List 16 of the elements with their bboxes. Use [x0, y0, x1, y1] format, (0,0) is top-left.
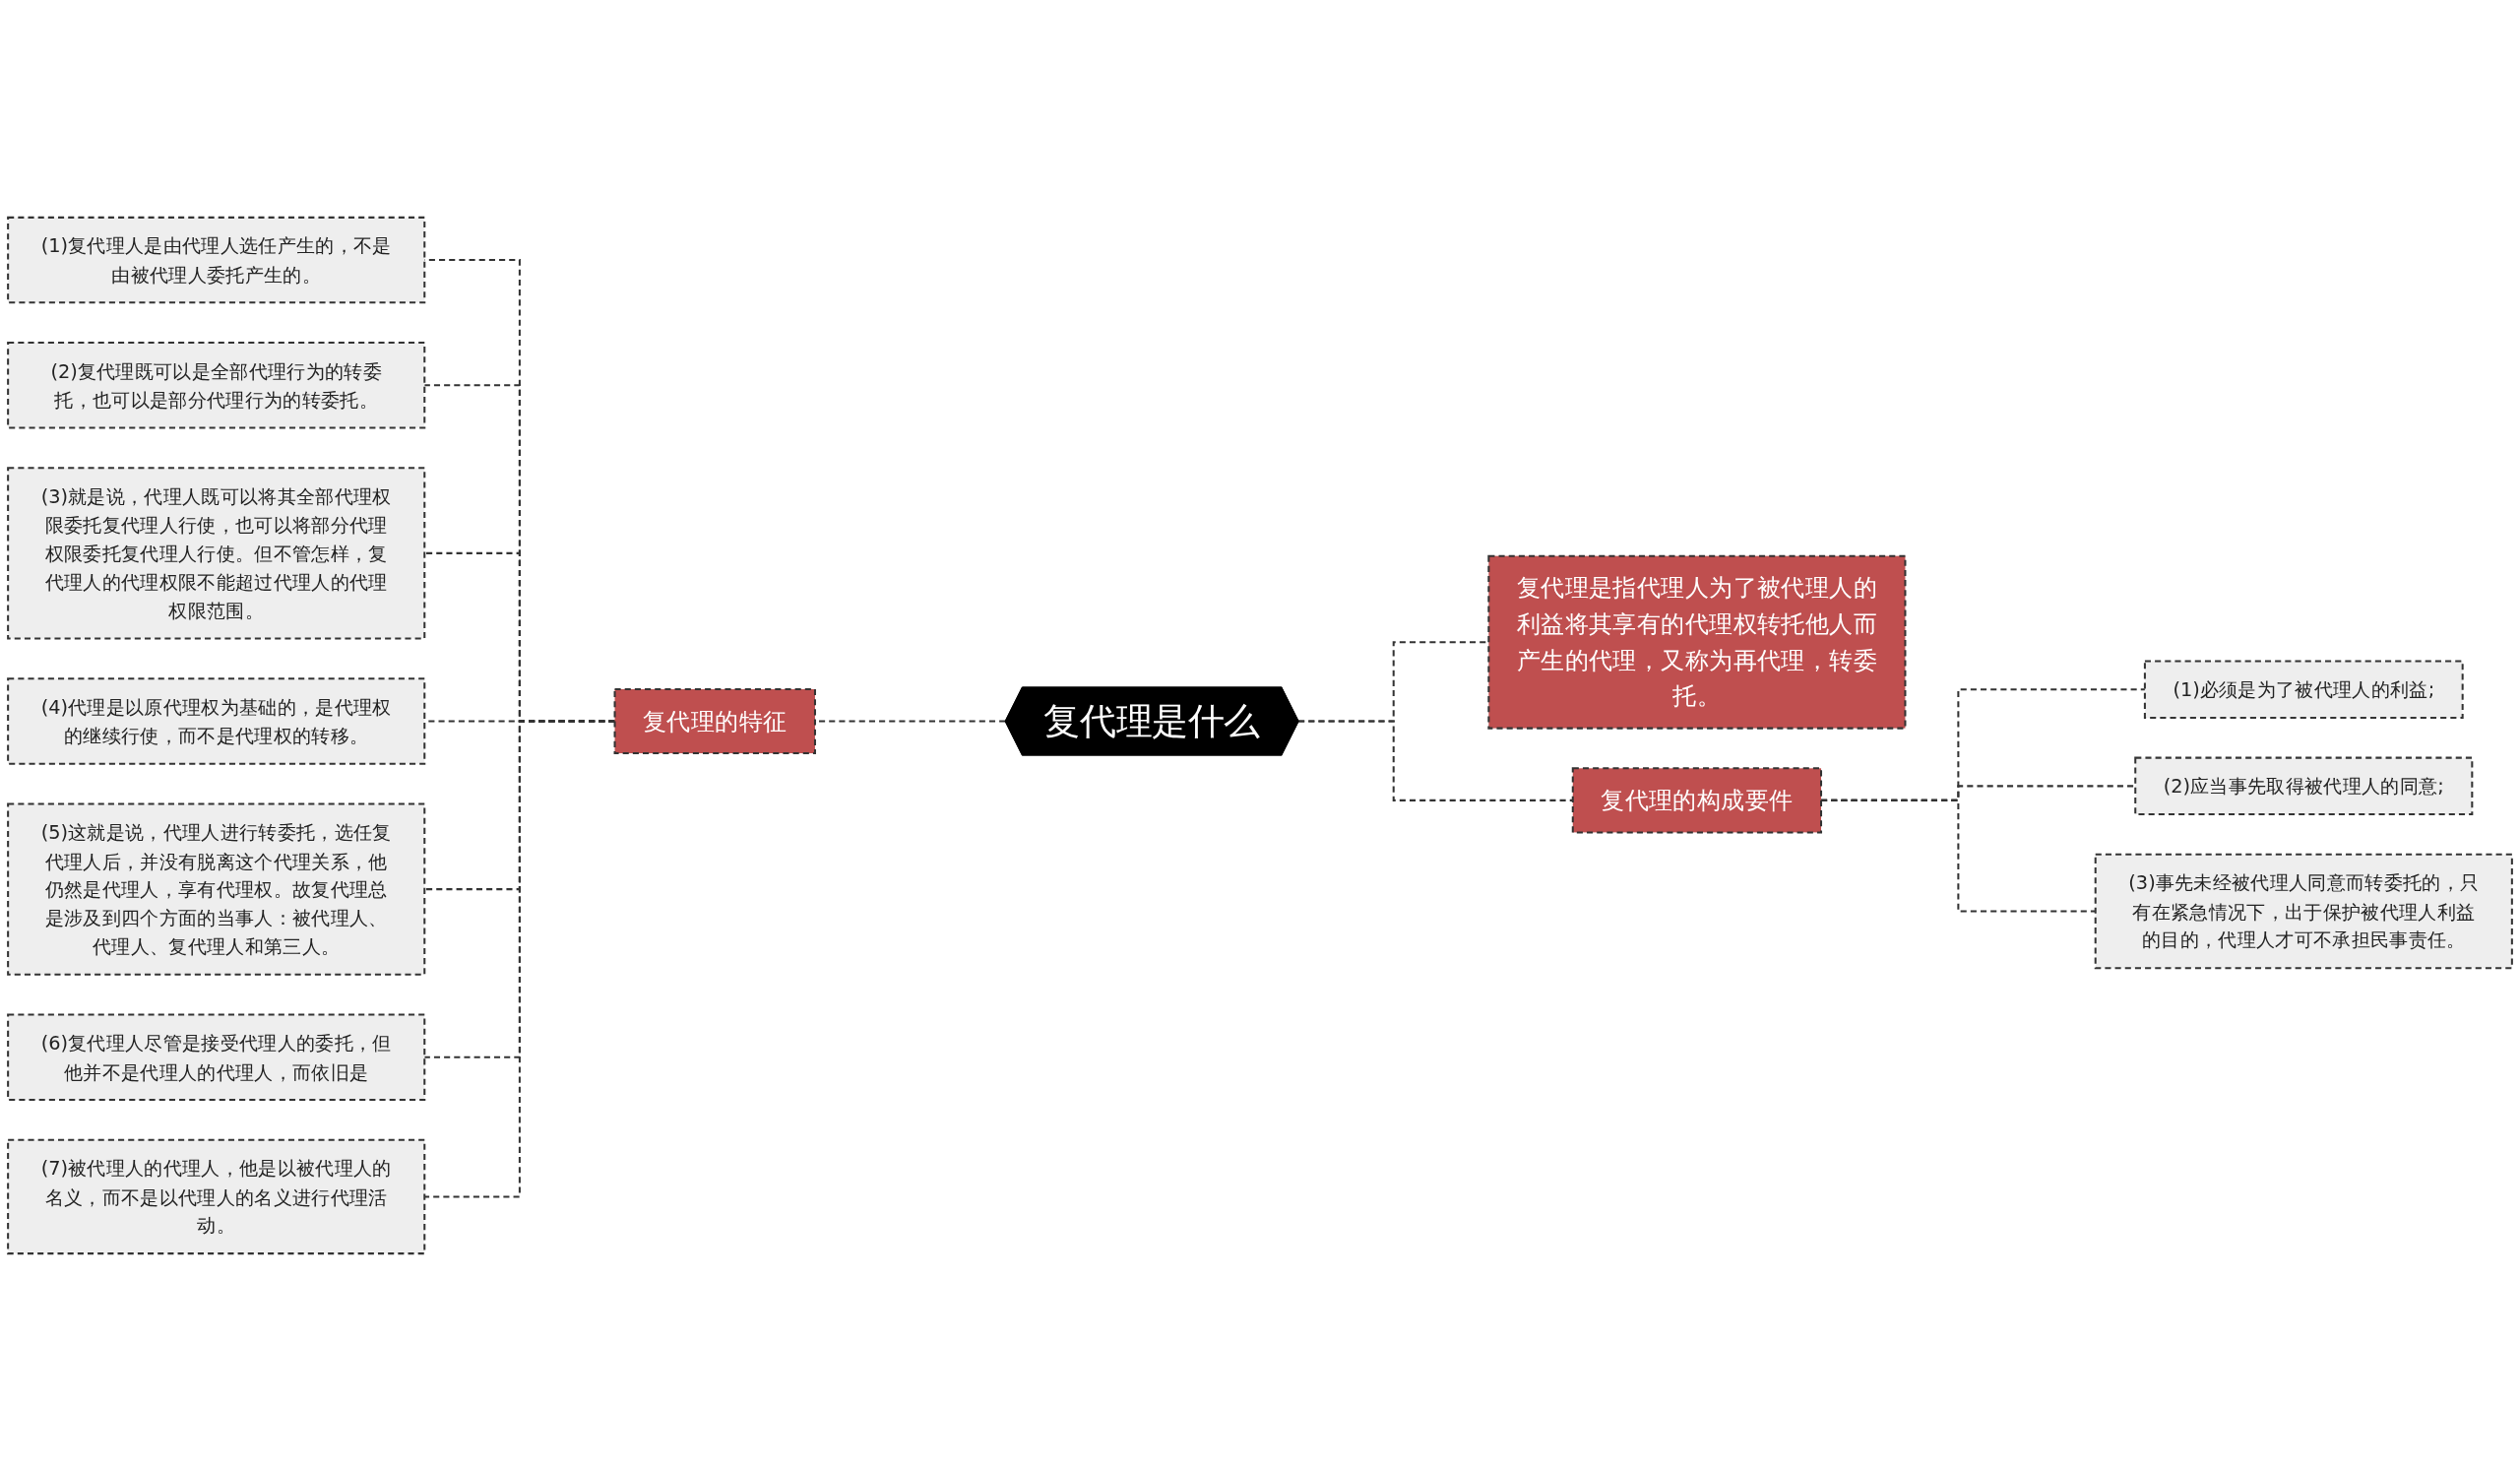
- node-box: (1)必须是为了被代理人的利益;: [2143, 660, 2464, 719]
- connector: [424, 720, 615, 1198]
- node-box: (4)代理是以原代理权为基础的，是代理权的继续行使，而不是代理权的转移。: [7, 677, 426, 765]
- node-box: (1)复代理人是由代理人选任产生的，不是由被代理人委托产生的。: [7, 216, 426, 304]
- node-box: (6)复代理人尽管是接受代理人的委托，但他并不是代理人的代理人，而依旧是: [7, 1013, 426, 1101]
- connector: [1821, 799, 2096, 913]
- node-box: (2)复代理既可以是全部代理行为的转委托，也可以是部分代理行为的转委托。: [7, 342, 426, 429]
- node-box: (3)事先未经被代理人同意而转委托的，只有在紧急情况下，出于保护被代理人利益的目的，代理人才可不承担民事责任。: [2094, 853, 2513, 970]
- connector: [1298, 720, 1573, 801]
- node-box: 复代理的特征: [613, 687, 816, 755]
- node-box: 复代理是指代理人为了被代理人的利益将其享有的代理权转托他人而产生的代理，又称为再代理，转委托。: [1487, 554, 1907, 730]
- node-box: (2)应当事先取得被代理人的同意;: [2134, 756, 2474, 816]
- node-box: (3)就是说，代理人既可以将其全部代理权限委托复代理人行使，也可以将部分代理权限委托复代理人行使。但不管怎样，复代理人的代理权限不能超过代理人的代理权限范围。: [7, 467, 426, 640]
- node-box: 复代理的构成要件: [1571, 767, 1823, 834]
- node-box: (5)这就是说，代理人进行转委托，选任复代理人后，并没有脱离这个代理关系，他仍然是代理人，享有代理权。故复代理总是涉及到四个方面的当事人：被代理人、代理人、复代理人和第三人。: [7, 802, 426, 976]
- node-box: (7)被代理人的代理人，他是以被代理人的名义，而不是以代理人的名义进行代理活动。: [7, 1138, 426, 1255]
